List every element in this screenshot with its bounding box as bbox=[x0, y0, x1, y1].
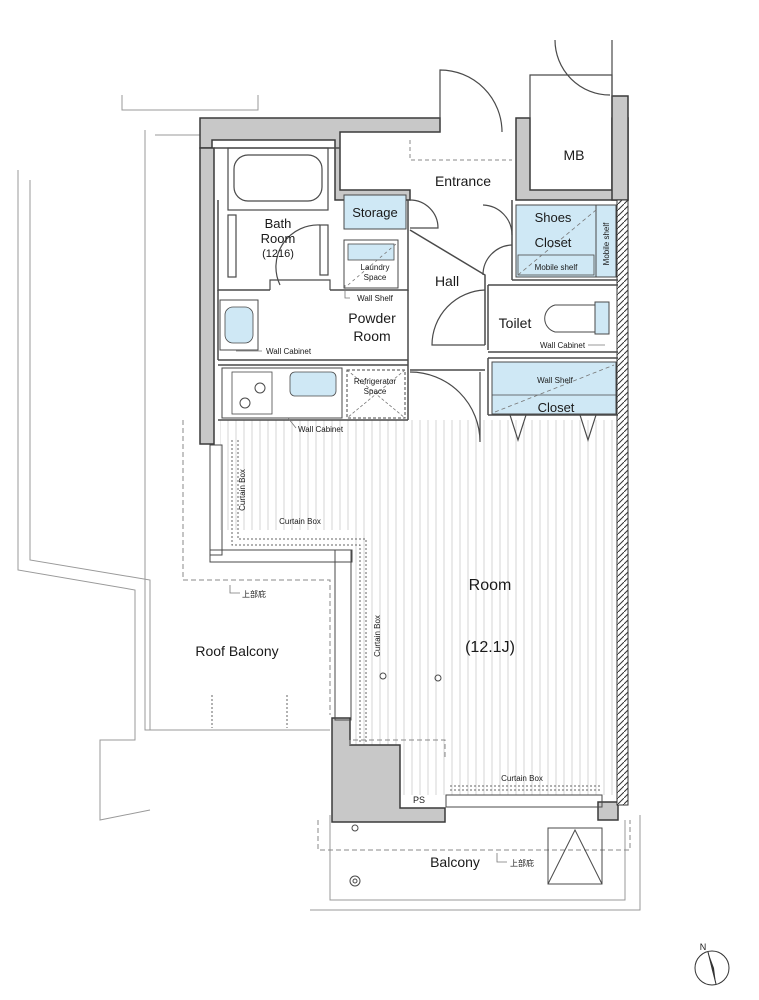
burner-icon bbox=[239, 397, 251, 409]
wood-floor bbox=[220, 420, 618, 795]
powder-label: Powder bbox=[348, 310, 396, 326]
ps-label: PS bbox=[413, 795, 425, 805]
balcony-drain-inner-icon bbox=[352, 878, 358, 884]
closet-diagonal bbox=[494, 364, 615, 413]
shoes-closet-label: Closet bbox=[535, 235, 572, 250]
balcony-outlet-icon bbox=[351, 824, 359, 832]
closet-label: Closet bbox=[538, 400, 575, 415]
doors bbox=[269, 39, 613, 443]
bathtub bbox=[227, 147, 329, 286]
balcony-label: Balcony bbox=[430, 854, 480, 870]
curtain-box-vertical-center-label: Curtain Box bbox=[373, 615, 382, 657]
north-label: N bbox=[700, 942, 707, 952]
stove bbox=[231, 371, 273, 415]
north-arrow-icon: N bbox=[694, 942, 730, 986]
wall-shelf-leader bbox=[344, 285, 350, 299]
wall-shelf-closet-label: Wall Shelf bbox=[537, 376, 573, 385]
entrance-threshold bbox=[409, 140, 512, 161]
hatched-wall bbox=[616, 199, 629, 806]
toilet-fixture bbox=[544, 301, 610, 335]
roof-balcony-label: Roof Balcony bbox=[195, 643, 278, 659]
burner-icon bbox=[254, 382, 266, 394]
wall-cabinet-kitchen-label: Wall Cabinet bbox=[298, 425, 344, 434]
wall-shelf-laundry-label: Wall Shelf bbox=[357, 294, 393, 303]
neighbor-outline bbox=[17, 95, 641, 911]
wall-cabinet-toilet-label: Wall Cabinet bbox=[540, 341, 586, 350]
bath-room-label: Room bbox=[261, 231, 296, 246]
closet-area bbox=[491, 361, 617, 415]
eaves-lower-label: 上部庇 bbox=[510, 858, 534, 868]
eaves-outlines bbox=[182, 420, 631, 851]
sink bbox=[289, 371, 337, 397]
mobile-shelf-box bbox=[517, 254, 595, 276]
mobile-shelf-label: Mobile shelf bbox=[535, 263, 578, 272]
refrigerator-space-label: Space bbox=[364, 387, 387, 396]
storage-area bbox=[343, 194, 407, 230]
balcony-drain-icon bbox=[349, 875, 361, 887]
entrance-label: Entrance bbox=[435, 173, 491, 189]
walls bbox=[199, 95, 629, 823]
hall-label: Hall bbox=[435, 273, 459, 289]
eaves-upper-leader bbox=[229, 585, 240, 594]
curtain-box-bottom-label: Curtain Box bbox=[501, 774, 543, 783]
shoes-closet-area bbox=[515, 204, 617, 278]
room-label: Room bbox=[469, 577, 512, 594]
wall-cabinet-powder-label: Wall Cabinet bbox=[266, 347, 312, 356]
storage-label: Storage bbox=[352, 205, 398, 220]
curtain-box-vertical-left-label: Curtain Box bbox=[238, 469, 247, 511]
evacuation-hatch bbox=[547, 827, 603, 885]
laundry-diagonal bbox=[347, 243, 397, 286]
outlet-icon bbox=[379, 672, 387, 680]
toilet-label: Toilet bbox=[499, 315, 532, 331]
bath-size-label: (1216) bbox=[262, 248, 294, 260]
mobile-shelf-vertical-label: Mobile shelf bbox=[602, 222, 611, 265]
refrigerator-label: Refrigerator bbox=[354, 377, 397, 386]
refrigerator-diagonal bbox=[346, 369, 406, 419]
shoes-closet-diagonal bbox=[517, 209, 597, 276]
washbasin-bowl bbox=[224, 306, 254, 344]
powder-room-label: Room bbox=[353, 328, 390, 344]
room-size-label: (12.1J) bbox=[465, 639, 515, 656]
outlet-icon bbox=[434, 674, 442, 682]
wall-cabinet-kitchen-leader bbox=[287, 417, 297, 429]
curtain-box-horizontal-top-label: Curtain Box bbox=[279, 517, 321, 526]
mb-label: MB bbox=[564, 147, 585, 163]
window-frames bbox=[209, 444, 603, 808]
laundry-label: Laundry bbox=[361, 263, 390, 272]
roof-balcony-drains bbox=[211, 695, 288, 728]
curtain-boxes bbox=[231, 440, 600, 791]
eaves-lower-leader bbox=[496, 853, 507, 863]
shoes-label: Shoes bbox=[535, 210, 572, 225]
laundry-pan bbox=[347, 243, 395, 261]
bath-label: Bath bbox=[265, 216, 292, 231]
eaves-upper-label: 上部庇 bbox=[242, 589, 266, 599]
laundry-space-label: Space bbox=[364, 273, 387, 282]
